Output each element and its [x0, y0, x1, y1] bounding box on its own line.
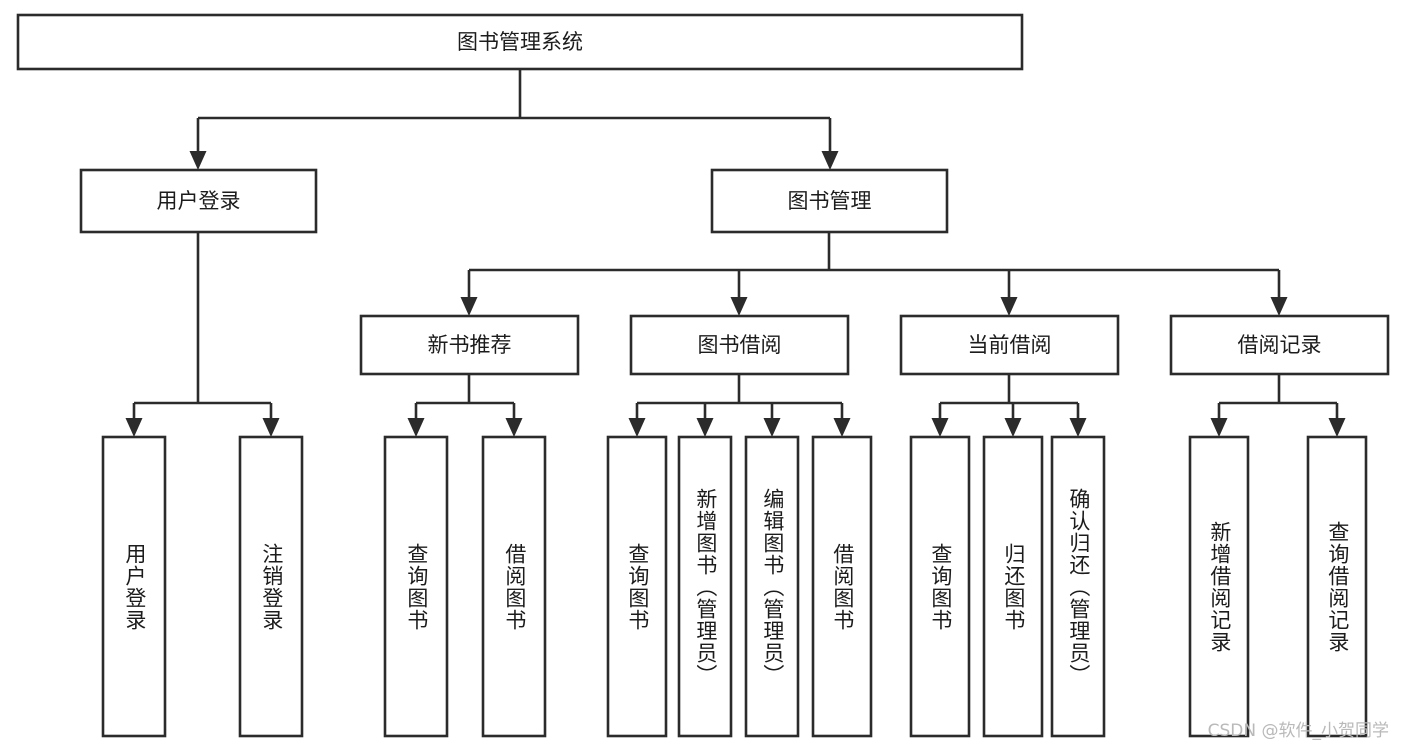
arrow-head: [763, 418, 781, 437]
node-root[interactable]: [16, 13, 1024, 71]
arrow-head: [1000, 297, 1018, 316]
node-new-book-rec-label: 新书推荐: [428, 333, 512, 357]
node-leaf-query-book-2[interactable]: [606, 435, 668, 738]
node-leaf-user-login[interactable]: [101, 435, 167, 738]
arrow-head: [460, 297, 478, 316]
node-leaf-borrow-book-1[interactable]: [481, 435, 547, 738]
arrow-head: [730, 297, 748, 316]
arrow-head: [833, 418, 851, 437]
node-book-manage[interactable]: [710, 168, 949, 234]
arrow-head: [931, 418, 949, 437]
arrow-head: [262, 418, 280, 437]
node-leaf-borrow-book-2[interactable]: [811, 435, 873, 738]
node-current-borrow-label: 当前借阅: [968, 333, 1052, 357]
arrow-head: [1270, 297, 1288, 316]
node-borrow-record-label: 借阅记录: [1238, 333, 1322, 357]
node-leaf-add-record[interactable]: [1188, 435, 1250, 738]
arrow-head: [1069, 418, 1087, 437]
node-book-borrow-label: 图书借阅: [698, 333, 782, 357]
node-leaf-confirm-return[interactable]: [1050, 435, 1106, 738]
arrow-head: [1004, 418, 1022, 437]
node-leaf-query-book-1[interactable]: [383, 435, 449, 738]
node-leaf-logout[interactable]: [238, 435, 304, 738]
arrow-head: [696, 418, 714, 437]
arrow-head: [189, 151, 207, 170]
node-boxes-layer: [16, 13, 1390, 738]
arrow-head: [125, 418, 143, 437]
node-current-borrow[interactable]: [899, 314, 1120, 376]
node-leaf-query-book-3[interactable]: [909, 435, 971, 738]
arrow-head: [407, 418, 425, 437]
node-new-book-rec[interactable]: [359, 314, 580, 376]
arrow-head: [1328, 418, 1346, 437]
node-leaf-edit-book[interactable]: [744, 435, 800, 738]
node-book-manage-label: 图书管理: [788, 189, 872, 213]
node-user-login-label: 用户登录: [157, 189, 241, 213]
arrow-head: [628, 418, 646, 437]
arrow-head: [505, 418, 523, 437]
node-leaf-return-book[interactable]: [982, 435, 1044, 738]
watermark: CSDN @软件_小贺同学: [1207, 721, 1389, 741]
node-leaf-add-book[interactable]: [677, 435, 733, 738]
node-borrow-record[interactable]: [1169, 314, 1390, 376]
node-book-borrow[interactable]: [629, 314, 850, 376]
node-leaf-query-record[interactable]: [1306, 435, 1368, 738]
node-user-login[interactable]: [79, 168, 318, 234]
node-root-label: 图书管理系统: [457, 30, 583, 54]
arrow-head: [1210, 418, 1228, 437]
arrow-head: [821, 151, 839, 170]
connectors-layer: [125, 69, 1346, 437]
